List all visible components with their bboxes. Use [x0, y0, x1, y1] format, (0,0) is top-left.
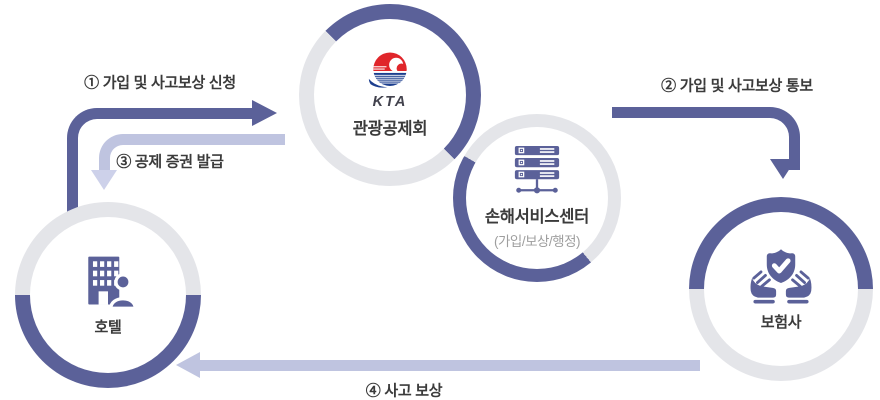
node-insurer-label: 보험사: [760, 314, 802, 331]
arrow-step4: [199, 360, 700, 371]
kta-logo: [368, 51, 412, 91]
node-service-center-content: 손해서비스센터 (가입/보상/행정): [466, 127, 608, 269]
kta-wordmark: KTA: [372, 94, 408, 110]
node-hotel: 호텔: [15, 202, 201, 388]
node-kta-label: 관광공제회: [352, 120, 428, 138]
node-kta: KTA 관광공제회: [299, 4, 481, 186]
node-insurer-content: 보험사: [704, 212, 858, 366]
arrow-step3-head-icon: [91, 170, 117, 190]
shield-in-hands-icon: [749, 246, 813, 304]
arrow-step1: [67, 108, 264, 226]
flow-label-step1: ① 가입 및 사고보상 신청: [84, 74, 236, 92]
arrow-step3: [99, 134, 285, 181]
node-service-center-label: 손해서비스센터: [484, 208, 590, 226]
arrow-step2-head-icon: [770, 159, 796, 179]
arrow-step4-head-icon: [176, 352, 200, 378]
arrow-step1-head-icon: [252, 100, 277, 126]
node-insurer: 보험사: [689, 197, 873, 381]
flow-label-step3: ③ 공제 증권 발급: [116, 153, 224, 171]
hotel-building-person-icon: [77, 253, 139, 310]
node-hotel-label: 호텔: [94, 319, 122, 336]
node-service-center: 손해서비스센터 (가입/보상/행정): [453, 114, 621, 282]
flow-label-step2: ② 가입 및 사고보상 통보: [661, 77, 813, 95]
flow-label-step4: ④ 사고 보상: [365, 382, 443, 400]
server-icon: [512, 146, 562, 198]
node-hotel-content: 호텔: [30, 217, 186, 373]
node-kta-content: KTA 관광공제회: [314, 19, 466, 171]
arrow-step2: [612, 107, 800, 170]
node-service-center-sublabel: (가입/보상/행정): [493, 234, 581, 249]
